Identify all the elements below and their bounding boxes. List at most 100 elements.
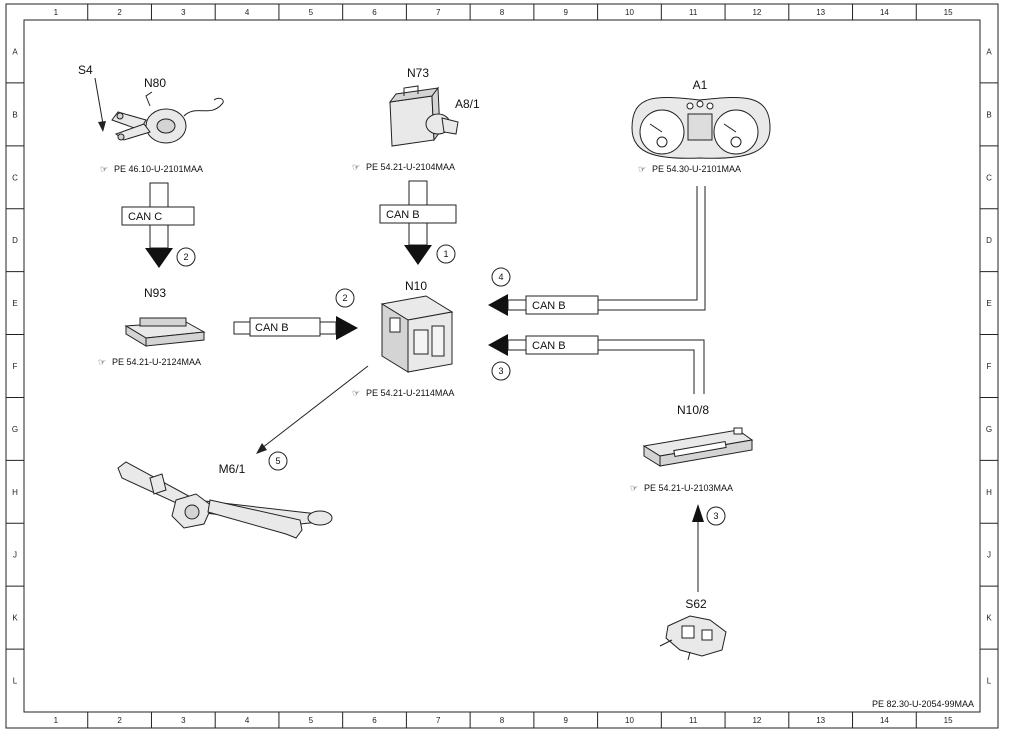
grid-row-label: D	[986, 236, 992, 245]
grid-column-label: 9	[564, 716, 569, 725]
bus-stem-right	[319, 321, 337, 335]
bus-n80-n93[interactable]: CAN C 2	[121, 182, 196, 268]
bus-label: CAN B	[532, 300, 566, 312]
grid-column-label: 2	[117, 716, 122, 725]
a1-illustration	[631, 97, 771, 159]
arrow-left-icon	[488, 294, 508, 316]
n10-label: N10	[405, 279, 427, 293]
s4-pointer	[94, 77, 104, 125]
grid-column-label: 4	[245, 8, 250, 17]
n10-8-ref-icon: ☞	[630, 483, 638, 493]
grid-column-label: 7	[436, 8, 441, 17]
n73-illustration	[388, 85, 459, 147]
grid-row-label: C	[12, 173, 18, 182]
n80-ref-icon: ☞	[100, 164, 108, 174]
grid-column-label: 11	[689, 716, 698, 725]
outer-frame	[5, 3, 999, 729]
step-number: 3	[713, 511, 718, 521]
s62-component[interactable]: S62	[659, 597, 727, 661]
grid-column-label: 12	[752, 716, 761, 725]
grid-column-label: 7	[436, 716, 441, 725]
s62-illustration	[659, 615, 727, 661]
grid-column-label: 9	[564, 8, 569, 17]
m6-1-component[interactable]: M6/1	[117, 461, 333, 539]
grid-row-label: A	[986, 47, 992, 56]
grid-column-label: 5	[309, 716, 314, 725]
grid-column-label: 14	[880, 8, 889, 17]
grid-row-label: B	[12, 110, 17, 119]
grid-row-label: H	[12, 488, 18, 497]
bus-label: CAN B	[255, 322, 289, 334]
a1-ref: PE 54.30-U-2101MAA	[652, 164, 741, 174]
arrow-down-icon	[145, 248, 173, 268]
m6-1-illustration	[117, 461, 333, 539]
grid-row-label: B	[986, 110, 991, 119]
grid-column-label: 6	[372, 8, 377, 17]
n80-component[interactable]: S4 N80 ☞ PE 46.10-U-2101MAA	[78, 63, 224, 174]
n93-label: N93	[144, 286, 166, 300]
n93-illustration	[124, 317, 206, 347]
grid-row-label: A	[12, 47, 18, 56]
grid-column-label: 15	[944, 8, 953, 17]
bus-n73-n10[interactable]: CAN B 1	[379, 180, 457, 265]
n73-ref-icon: ☞	[352, 162, 360, 172]
step-number: 2	[342, 293, 347, 303]
arrow-down-icon	[404, 245, 432, 265]
bus-stem-bottom	[149, 224, 169, 249]
n10-8-ref: PE 54.21-U-2103MAA	[644, 483, 733, 493]
link-line	[261, 365, 369, 449]
n10-8-illustration	[642, 427, 754, 467]
n10-8-component[interactable]: N10/8 ☞ PE 54.21-U-2103MAA	[630, 403, 754, 493]
bus-stem	[507, 339, 527, 351]
link-s62-n10-8[interactable]: 3	[692, 504, 726, 592]
step-number: 2	[183, 252, 188, 262]
grid-column-label: 13	[816, 716, 825, 725]
bus-label: CAN C	[128, 211, 162, 223]
bus-label: CAN B	[386, 209, 420, 221]
step-circle	[491, 267, 511, 287]
bus-wire	[598, 186, 706, 311]
s4-arrowhead	[98, 121, 106, 132]
grid-column-label: 8	[500, 8, 505, 17]
step-circle	[706, 506, 726, 526]
grid-row-label: C	[986, 173, 992, 182]
grid-row-label: E	[12, 299, 17, 308]
grid-row-label: H	[986, 488, 992, 497]
n10-ref-icon: ☞	[352, 388, 360, 398]
step-number: 1	[443, 249, 448, 259]
n93-component[interactable]: N93 ☞ PE 54.21-U-2124MAA	[98, 286, 206, 367]
drawing-id: PE 82.30-U-2054-99MAA	[872, 699, 974, 709]
arrow-up-icon	[692, 504, 704, 522]
n80-ref: PE 46.10-U-2101MAA	[114, 164, 203, 174]
a1-component[interactable]: A1 ☞ PE 54.30-U-2101MAA	[631, 78, 771, 174]
grid-reference-markers: 1122334455667788991010111112121313141415…	[6, 4, 998, 728]
grid-column-label: 8	[500, 716, 505, 725]
grid-row-label: K	[12, 614, 18, 623]
grid-column-label: 6	[372, 716, 377, 725]
bus-stem-top	[408, 180, 428, 206]
grid-row-label: D	[12, 236, 18, 245]
bus-stem	[507, 299, 527, 311]
step-circle	[335, 288, 355, 308]
grid-column-label: 1	[54, 716, 59, 725]
grid-row-label: E	[986, 299, 991, 308]
s62-label: S62	[685, 597, 707, 611]
grid-column-label: 2	[117, 8, 122, 17]
n73-component[interactable]: N73 A8/1 ☞ PE 54.21-U-2104MAA	[352, 66, 480, 172]
bus-n93-n10[interactable]: CAN B 2	[233, 288, 358, 340]
n80-illustration	[111, 91, 224, 144]
bus-a1-n10[interactable]: CAN B 4	[488, 186, 706, 316]
n10-component[interactable]: N10 ☞ PE 54.21-U-2114MAA	[352, 279, 454, 398]
step-number: 3	[498, 366, 503, 376]
grid-column-label: 10	[625, 8, 634, 17]
step-circle	[436, 244, 456, 264]
step-circle	[491, 361, 511, 381]
grid-row-label: L	[987, 677, 992, 686]
n73-ref: PE 54.21-U-2104MAA	[366, 162, 455, 172]
n10-illustration	[380, 295, 454, 373]
a1-ref-icon: ☞	[638, 164, 646, 174]
n10-8-label: N10/8	[677, 403, 709, 417]
bus-n10-8-n10[interactable]: CAN B 3	[488, 334, 705, 394]
link-n10-m6-1[interactable]: 5	[256, 365, 369, 471]
